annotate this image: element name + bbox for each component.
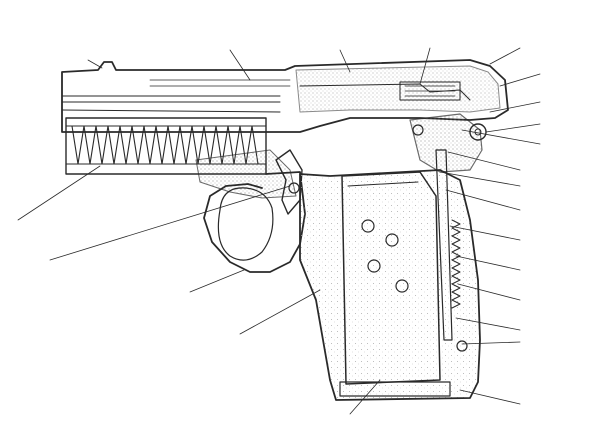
hammer-and-mainspring bbox=[409, 113, 487, 352]
leader-lines bbox=[17, 47, 541, 415]
slide bbox=[61, 59, 509, 133]
barrel-and-recoil-spring bbox=[65, 117, 297, 199]
